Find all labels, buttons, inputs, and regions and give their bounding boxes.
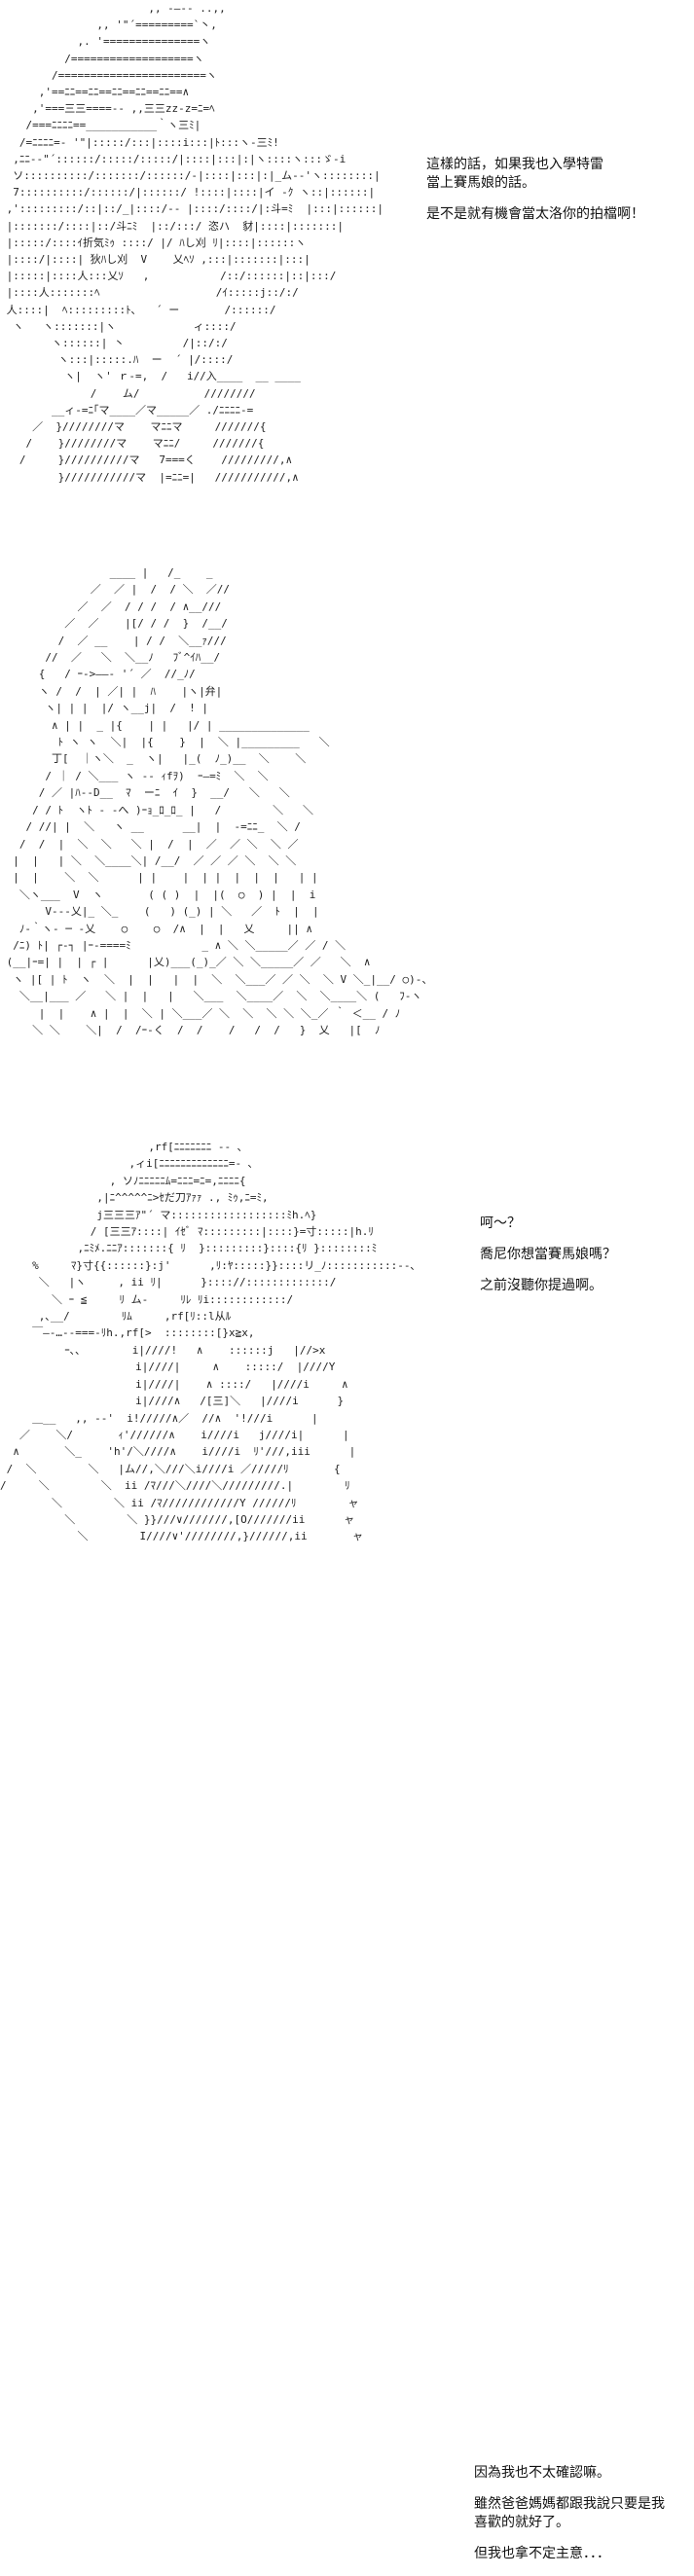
speech-line: 喬尼你想當賽馬娘嗎？	[480, 1247, 616, 1262]
speech-line: 雖然爸爸媽媽都跟我說只要是我	[474, 2496, 665, 2512]
speech-text-2: 呵～？ 喬尼你想當賽馬娘嗎？ 之前沒聽你提過啊。	[480, 1215, 684, 1308]
ascii-art-character-saluting: ,rf[ﾆﾆﾆﾆﾆﾆﾆ ‐‐ ､ ,ィi[ﾆﾆﾆﾆﾆﾆﾆﾆﾆﾆﾆﾆﾆ=‐ ､ ,…	[0, 1141, 416, 1543]
speech-line: 呵～？	[480, 1215, 521, 1231]
speech-line: 這樣的話，如果我也入學特雷	[426, 157, 603, 172]
speech-line: 之前沒聽你提過啊。	[480, 1278, 603, 1293]
speech-text-3: 因為我也不太確認嘛。 雖然爸爸媽媽都跟我說只要是我 喜歡的就好了。 但我也拿不定…	[474, 2464, 690, 2576]
ascii-art-character-cap: ,, -―‐- ..,, ,, '"´=========`丶, ,. '====…	[6, 2, 384, 484]
speech-line: 喜歡的就好了。	[474, 2515, 569, 2530]
speech-line: 但我也拿不定主意．．．	[474, 2546, 610, 2561]
ascii-art-character-headgear: ____ | /_ _ ／ ／ | / / ＼ ／// ／ ／ / / / / …	[6, 566, 433, 1036]
speech-line: 是不是就有機會當太洛你的拍檔啊！	[426, 206, 644, 222]
speech-text-1: 這樣的話，如果我也入學特雷 當上賽馬娘的話。 是不是就有機會當太洛你的拍檔啊！	[426, 156, 689, 236]
panel-3: ,rf[ﾆﾆﾆﾆﾆﾆﾆ ‐‐ ､ ,ィi[ﾆﾆﾆﾆﾆﾆﾆﾆﾆﾆﾆﾆﾆ=‐ ､ ,…	[0, 1100, 694, 2561]
panel-1: ,, -―‐- ..,, ,, '"´=========`丶, ,. '====…	[0, 0, 694, 526]
speech-line: 因為我也不太確認嘛。	[474, 2465, 610, 2481]
panel-2: ____ | /_ _ ／ ／ | / / ＼ ／// ／ ／ / / / / …	[0, 545, 694, 1293]
speech-line: 當上賽馬娘的話。	[426, 175, 535, 191]
